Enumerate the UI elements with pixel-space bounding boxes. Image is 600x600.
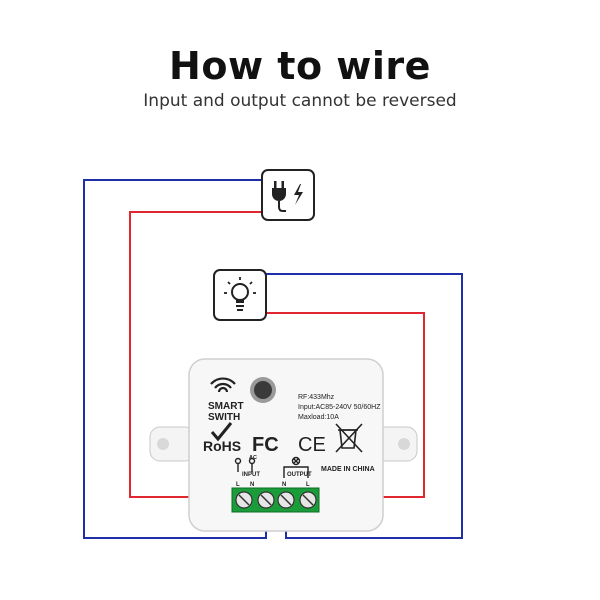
- output-terminal-n: N: [282, 482, 286, 488]
- power-plug-lightning-icon: [261, 169, 315, 221]
- terminal-screws: [235, 491, 317, 509]
- screw-input-l[interactable]: [235, 491, 253, 509]
- input-terminal-n: N: [250, 482, 254, 488]
- fcc-mark: FC: [252, 434, 279, 456]
- rohs-mark: RoHS: [203, 438, 241, 454]
- diagram-subtitle: Input and output cannot be reversed: [143, 91, 457, 111]
- learn-button[interactable]: [250, 377, 276, 403]
- screw-output-n[interactable]: [277, 491, 295, 509]
- screw-input-n[interactable]: [257, 491, 275, 509]
- ac-label: AC: [249, 455, 257, 461]
- crossed-bin-icon: [335, 423, 363, 453]
- screw-output-l[interactable]: [299, 491, 317, 509]
- checkmark-icon: [210, 422, 233, 442]
- input-terminal-markings: [234, 457, 256, 472]
- input-terminal-l: L: [236, 482, 240, 488]
- light-bulb-icon: [213, 269, 267, 321]
- brand-label-line2: SWITH: [208, 412, 240, 423]
- live-wire-input: [129, 211, 262, 498]
- made-in-label: MADE IN CHINA: [321, 466, 375, 473]
- ce-mark: CE: [298, 434, 326, 456]
- spec-rf: RF:433Mhz: [298, 394, 335, 401]
- wireless-signal-icon: [210, 377, 236, 393]
- output-terminal-l: L: [306, 482, 310, 488]
- input-label: INPUT: [242, 472, 260, 478]
- diagram-title: How to wire: [169, 44, 431, 88]
- smart-switch-device: SMART SWITH RF:433Mhz Input:AC85-240V 50…: [149, 358, 418, 532]
- brand-label-line1: SMART: [208, 401, 244, 412]
- spec-input: Input:AC85-240V 50/60HZ: [298, 404, 381, 411]
- output-label: OUTPUT: [287, 472, 312, 478]
- output-terminal-markings: [283, 456, 309, 478]
- spec-maxload: Maxload:10A: [298, 414, 339, 421]
